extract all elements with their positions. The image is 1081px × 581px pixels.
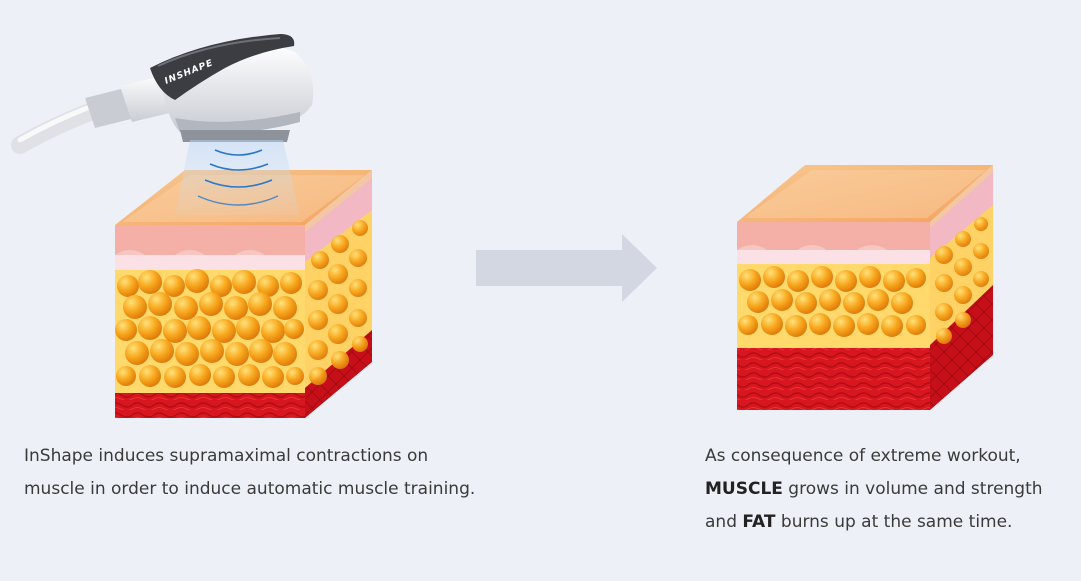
device-cable xyxy=(11,101,104,154)
right-caption-line1: As consequence of extreme workout, xyxy=(705,446,1021,466)
right-cube-fat-cells xyxy=(738,266,926,337)
right-tissue-cube xyxy=(737,165,993,410)
right-caption-and: and xyxy=(705,512,743,532)
left-tissue-cube xyxy=(115,170,372,418)
fat-keyword: FAT xyxy=(742,512,776,532)
left-cube-fat-cells xyxy=(115,269,304,388)
left-caption-line2: muscle in order to induce automatic musc… xyxy=(24,479,476,499)
right-cube-muscle-layer xyxy=(737,348,930,410)
transition-arrow xyxy=(476,234,657,302)
right-caption-line2: grows in volume and strength xyxy=(782,479,1043,499)
device-black-cap xyxy=(150,34,295,100)
illustration-canvas: INSHAPE xyxy=(11,34,993,418)
energy-waves xyxy=(175,140,300,215)
inshape-handpiece-device: INSHAPE xyxy=(11,34,314,154)
left-caption: InShape induces supramaximal contraction… xyxy=(24,440,494,506)
right-caption: As consequence of extreme workout, MUSCL… xyxy=(705,440,1075,539)
left-cube-muscle-layer xyxy=(115,393,305,418)
right-caption-line3: burns up at the same time. xyxy=(775,512,1013,532)
left-caption-line1: InShape induces supramaximal contraction… xyxy=(24,446,429,466)
muscle-keyword: MUSCLE xyxy=(705,479,783,499)
right-cube-top-face xyxy=(737,165,993,222)
